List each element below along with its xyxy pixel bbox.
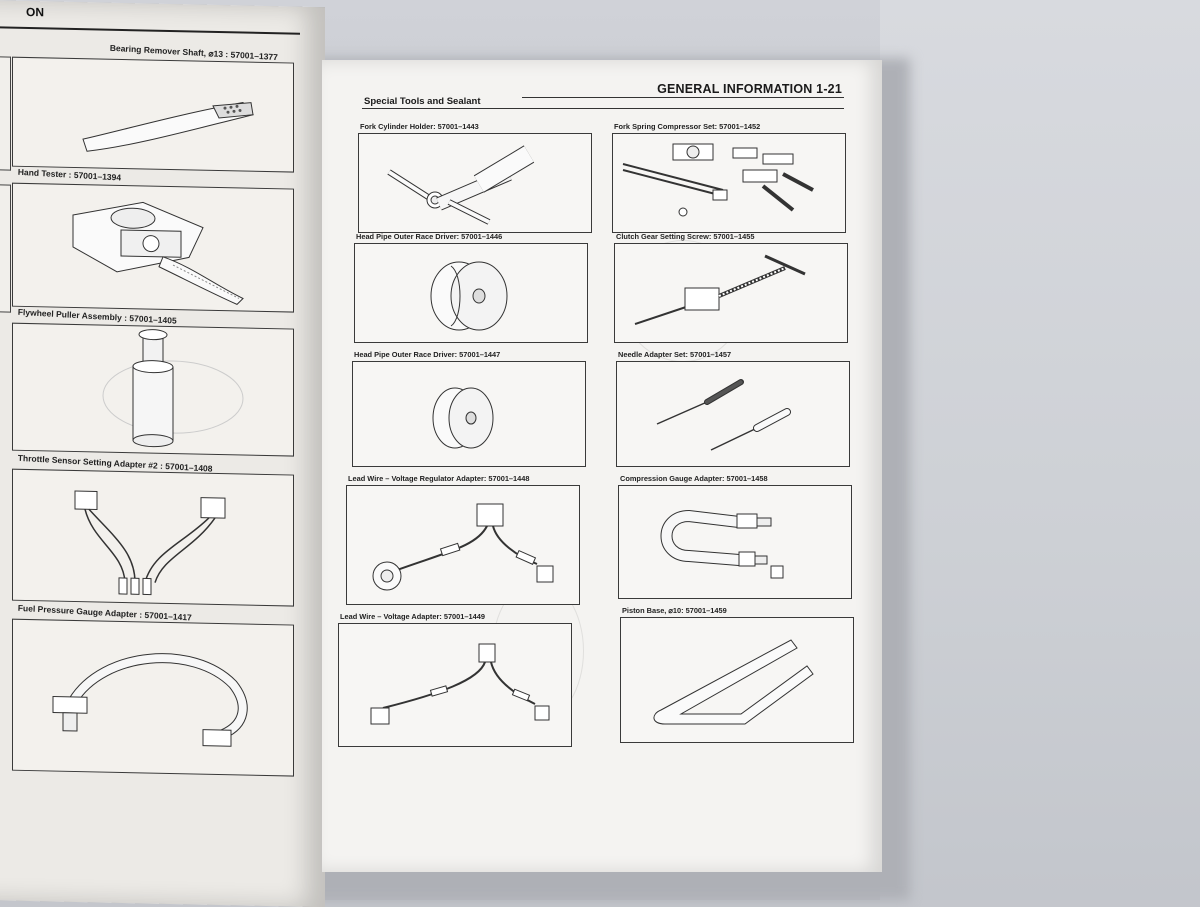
- fuel-gauge-adapter-icon: [52, 653, 248, 747]
- section-rule: [362, 108, 844, 109]
- fork-spring-compressor-icon: [622, 143, 814, 217]
- fork-cylinder-holder-icon: [387, 145, 535, 225]
- table-surface-right: [880, 0, 1200, 900]
- left-tool-hand-tester: Hand Tester : 57001–1394: [12, 167, 298, 313]
- tool-label: Fork Spring Compressor Set: 57001–1452: [614, 122, 761, 131]
- tool-figure: [12, 322, 294, 457]
- race-driver-icon: [430, 261, 508, 331]
- left-strip: [0, 56, 11, 171]
- left-strip: [0, 184, 11, 313]
- tool-label: Needle Adapter Set: 57001–1457: [618, 350, 732, 359]
- flywheel-puller-icon: [102, 329, 244, 448]
- tool-figure: [12, 468, 294, 607]
- tool-figure: [12, 182, 294, 313]
- tool-label: Lead Wire – Voltage Regulator Adapter: 5…: [348, 474, 530, 483]
- left-page-header-text: ON: [26, 4, 44, 20]
- tool-figure: [614, 243, 848, 343]
- tool-figure: [616, 361, 850, 467]
- needle-adapter-icon: [656, 379, 791, 451]
- tool-label: Clutch Gear Setting Screw: 57001–1455: [616, 232, 755, 241]
- section-title: Special Tools and Sealant: [364, 96, 481, 107]
- piston-base-icon: [653, 639, 814, 725]
- tool-figure: [618, 485, 852, 599]
- left-page: ON Bearing Remover Shaft, ⌀13 : 57001–13…: [0, 0, 325, 907]
- bearing-remover-icon: [82, 101, 254, 152]
- compression-gauge-adapter-icon: [660, 509, 784, 579]
- tool-figure: [612, 133, 846, 233]
- race-driver-icon: [432, 387, 494, 449]
- tool-label: Head Pipe Outer Race Driver: 57001–1446: [356, 232, 503, 241]
- tool-figure: [354, 243, 588, 343]
- left-tool-fuel-pressure-adapter: Fuel Pressure Gauge Adapter : 57001–1417: [12, 603, 298, 777]
- left-tool-bearing-remover: Bearing Remover Shaft, ⌀13 : 57001–1377: [12, 41, 298, 173]
- hand-tester-icon: [72, 201, 244, 305]
- lead-wire-icon: [372, 503, 554, 591]
- setting-screw-icon: [634, 254, 806, 325]
- page-title: GENERAL INFORMATION 1-21: [657, 82, 842, 96]
- header-rule: [522, 97, 844, 98]
- tool-figure: [12, 618, 294, 777]
- tool-label: Compression Gauge Adapter: 57001–1458: [620, 474, 768, 483]
- tool-label: Head Pipe Outer Race Driver: 57001–1447: [354, 350, 501, 359]
- tool-figure: [620, 617, 854, 743]
- tool-figure: [12, 56, 294, 173]
- wire-harness-icon: [74, 490, 226, 596]
- tool-figure: [358, 133, 592, 233]
- tool-figure: [352, 361, 586, 467]
- tool-label: Piston Base, ⌀10: 57001–1459: [622, 606, 727, 615]
- tool-figure: [338, 623, 572, 747]
- tool-label: Lead Wire – Voltage Adapter: 57001–1449: [340, 612, 485, 621]
- right-page: GENERAL INFORMATION 1-21 Special Tools a…: [322, 60, 882, 872]
- tool-figure: [346, 485, 580, 605]
- tool-label: Fork Cylinder Holder: 57001–1443: [360, 122, 479, 131]
- left-tool-throttle-sensor-adapter: Throttle Sensor Setting Adapter #2 : 570…: [12, 453, 298, 607]
- left-tool-flywheel-puller: Flywheel Puller Assembly : 57001–1405: [12, 307, 298, 457]
- lead-wire-icon: [370, 643, 550, 725]
- left-page-header: ON: [0, 0, 300, 35]
